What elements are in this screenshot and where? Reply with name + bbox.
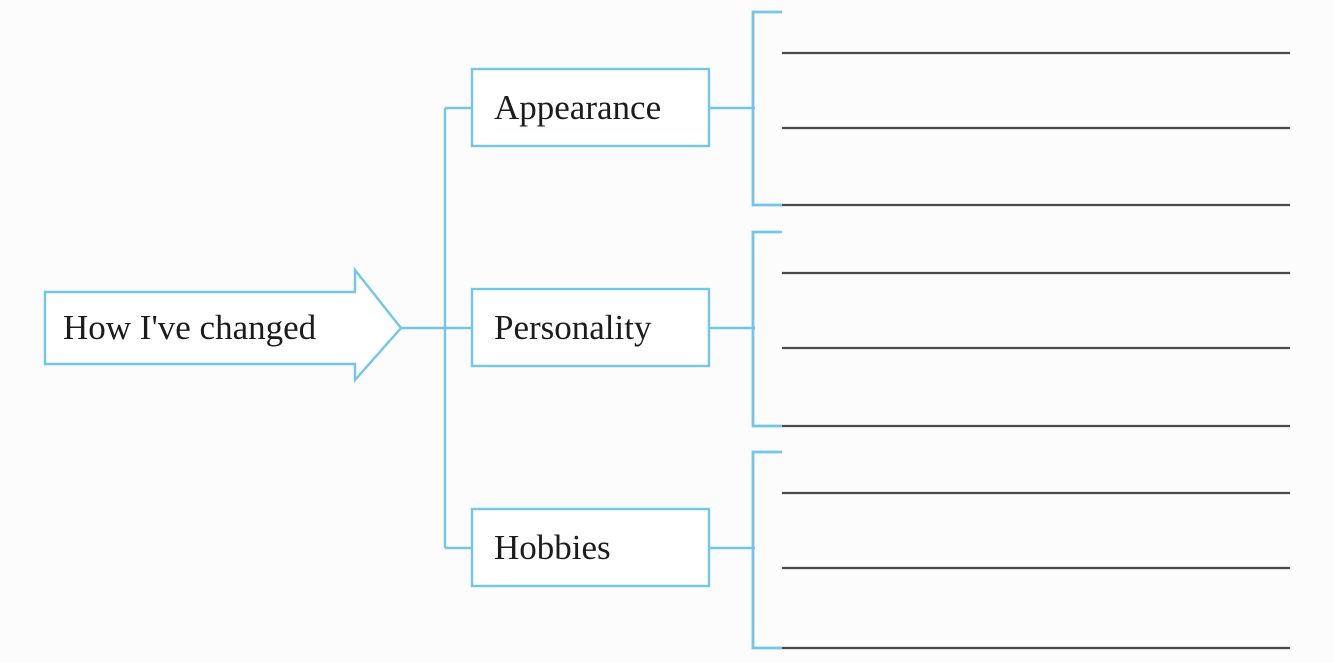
branch-node-personality[interactable] [470, 287, 711, 368]
answer-lines-hobbies[interactable] [782, 491, 1290, 650]
branch-box-personality [470, 287, 711, 368]
answer-lines-personality[interactable] [782, 271, 1290, 428]
answer-lines-appearance[interactable] [782, 51, 1290, 207]
branch-box-hobbies [470, 507, 711, 588]
branch-node-appearance[interactable] [470, 67, 711, 148]
root-node-arrow[interactable] [43, 266, 403, 384]
branch-box-appearance [470, 67, 711, 148]
answer-bracket-hobbies [751, 450, 782, 650]
main-spine [443, 106, 472, 550]
root-arrow-outline [43, 266, 403, 384]
answer-bracket-appearance [751, 10, 782, 207]
answer-bracket-personality [751, 230, 782, 428]
branch-node-hobbies[interactable] [470, 507, 711, 588]
